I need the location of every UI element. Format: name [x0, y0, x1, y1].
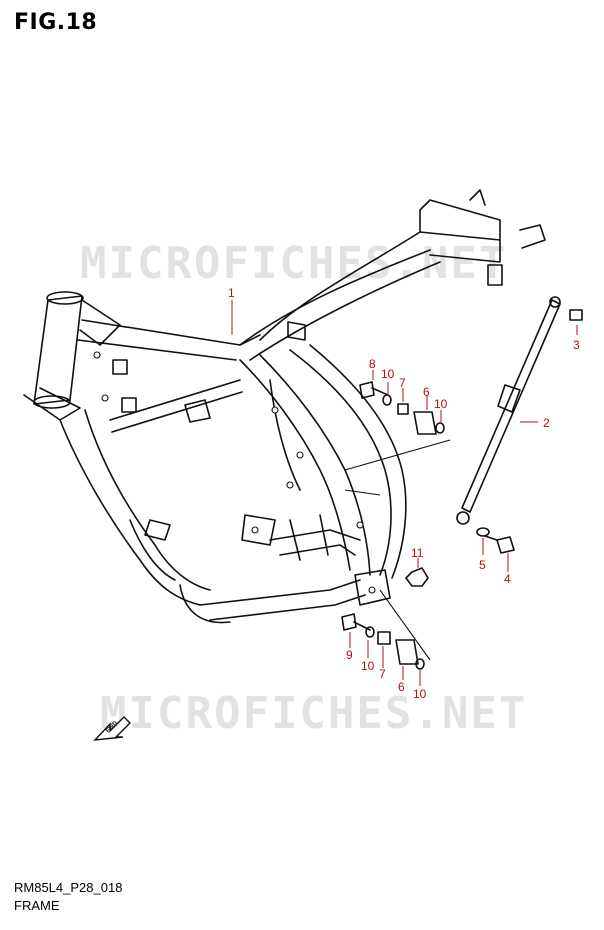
callout-1: 1	[228, 286, 235, 300]
callouts: 1 2 3 4 5 6 6 7 7 8 9 10 10 10 10 11	[228, 286, 580, 701]
callout-11: 11	[411, 546, 424, 560]
callout-9: 9	[346, 648, 353, 662]
figure-title: FIG.18	[14, 10, 98, 35]
callout-3: 3	[573, 338, 580, 352]
figure-name: FRAME	[14, 898, 60, 913]
callout-10-upper-left: 10	[381, 367, 395, 381]
watermark-bottom: MICROFICHES.NET	[100, 688, 527, 739]
callout-10-lower-right: 10	[413, 687, 427, 701]
callout-6-lower: 6	[398, 680, 405, 694]
main-frame	[23, 189, 546, 661]
callout-10-lower-left: 10	[361, 659, 375, 673]
callout-10-upper-right: 10	[434, 397, 448, 411]
callout-8: 8	[369, 357, 376, 371]
watermark-top: MICROFICHES.NET	[80, 238, 507, 289]
callout-6-upper: 6	[423, 385, 430, 399]
callout-4: 4	[504, 572, 511, 586]
callout-5: 5	[479, 558, 486, 572]
callout-7-upper: 7	[399, 376, 406, 390]
hardware-parts	[341, 309, 583, 670]
callout-leaders	[231, 300, 578, 686]
callout-7-lower: 7	[379, 667, 386, 681]
callout-2: 2	[543, 416, 550, 430]
model-code: RM85L4_P28_018	[14, 880, 123, 895]
frame-stay-rod	[456, 296, 561, 525]
